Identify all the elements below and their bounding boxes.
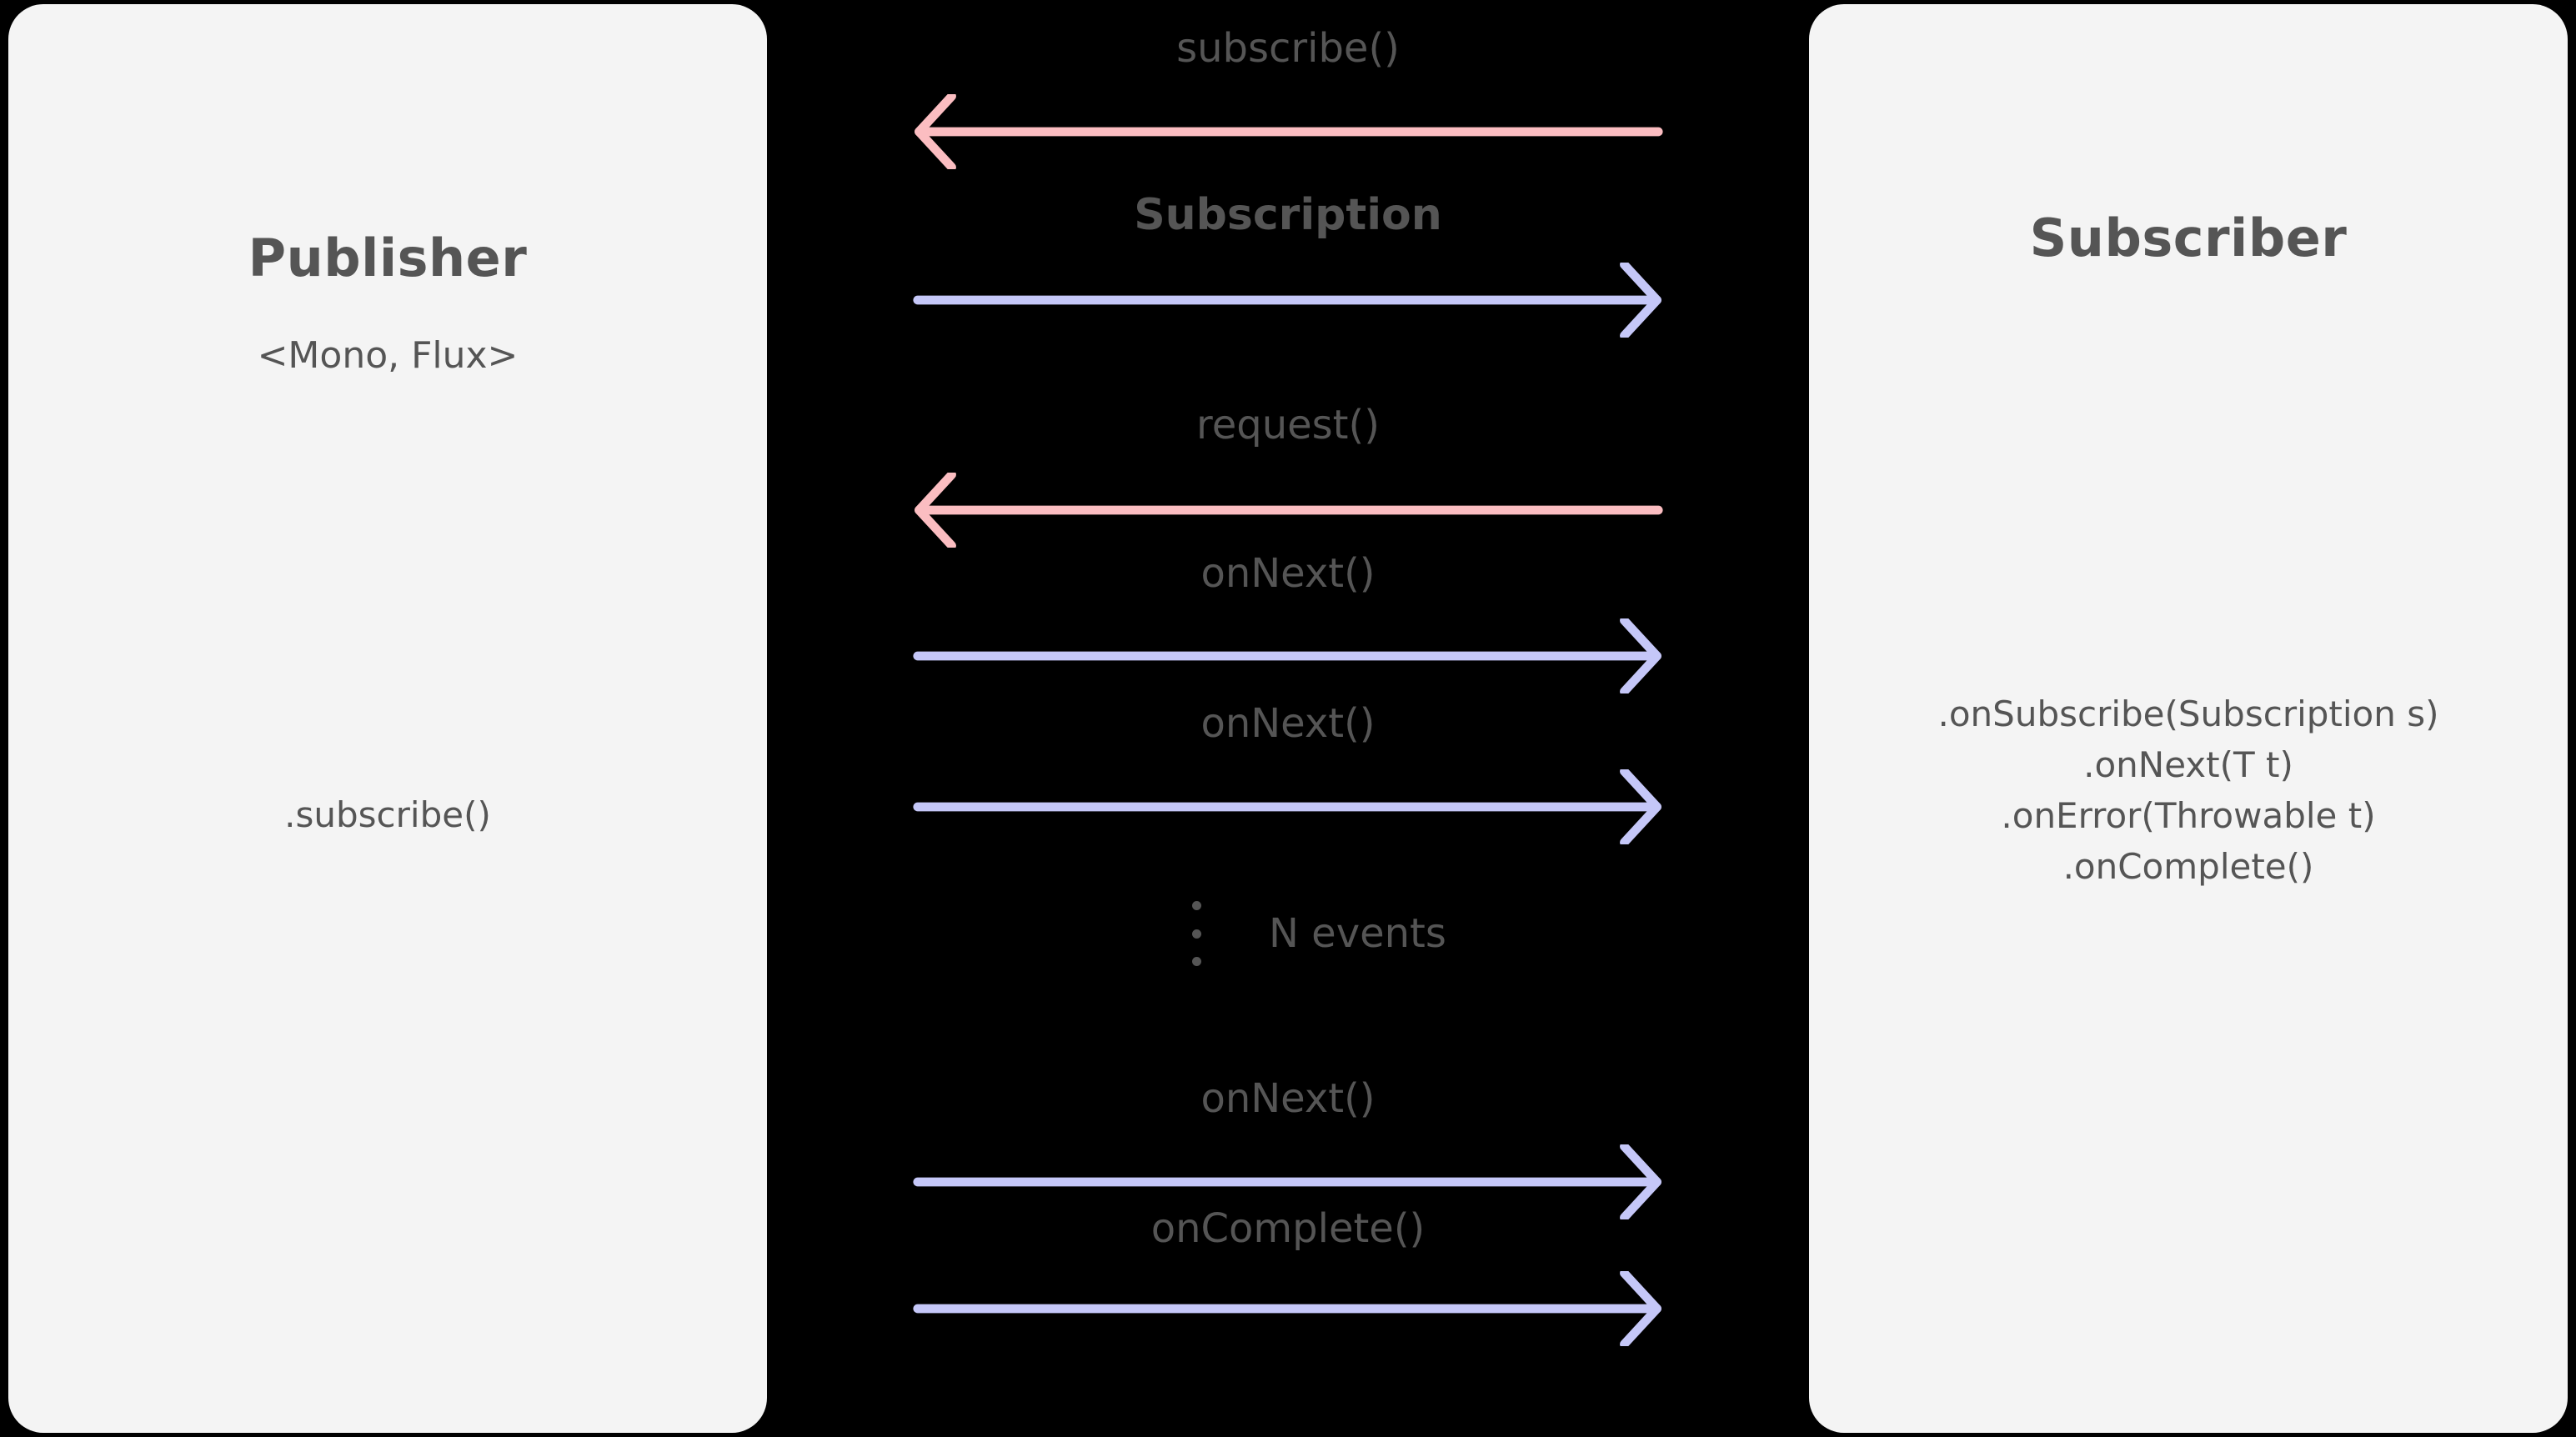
arrow-right-5 <box>913 1144 1661 1219</box>
vertical-ellipsis-icon <box>1192 901 1204 966</box>
message-label-5: onNext() <box>1200 1075 1376 1122</box>
ellipsis-dot <box>1192 901 1201 910</box>
message-label-1: Subscription <box>1134 190 1442 240</box>
arrow-right-3 <box>913 618 1661 693</box>
subscriber-method-1: .onNext(T t) <box>2083 744 2293 785</box>
publisher-generics-label: <Mono, Flux> <box>257 334 519 377</box>
arrow-left-2 <box>915 473 1663 548</box>
subscriber-methods-list: .onSubscribe(Subscription s) .onNext(T t)… <box>1809 689 2568 893</box>
publisher-title: Publisher <box>248 228 528 288</box>
arrow-left-0 <box>915 94 1663 169</box>
subscriber-method-3: .onComplete() <box>2062 845 2314 887</box>
subscriber-panel: Subscriber .onSubscribe(Subscription s).… <box>1809 4 2568 1433</box>
n-events-label: N events <box>1269 910 1446 957</box>
arrow-right-4 <box>913 769 1661 844</box>
message-label-6: onComplete() <box>1150 1205 1426 1252</box>
subscriber-method-0: .onSubscribe(Subscription s) <box>1937 693 2439 734</box>
message-label-3: onNext() <box>1200 550 1376 597</box>
message-label-0: subscribe() <box>1176 25 1400 72</box>
publisher-subscribe-call: .subscribe() <box>284 794 491 835</box>
message-label-4: onNext() <box>1200 700 1376 747</box>
subscriber-method-2: .onError(Throwable t) <box>2001 794 2376 836</box>
publisher-panel: Publisher <Mono, Flux> .subscribe() <box>8 4 767 1433</box>
ellipsis-dot <box>1192 929 1201 939</box>
arrow-right-1 <box>913 263 1661 338</box>
ellipsis-dot <box>1192 957 1201 966</box>
message-label-2: request() <box>1196 402 1380 448</box>
n-events-annotation: N events <box>1192 884 1659 984</box>
arrow-right-6 <box>913 1271 1661 1346</box>
subscriber-title: Subscriber <box>2029 208 2348 268</box>
